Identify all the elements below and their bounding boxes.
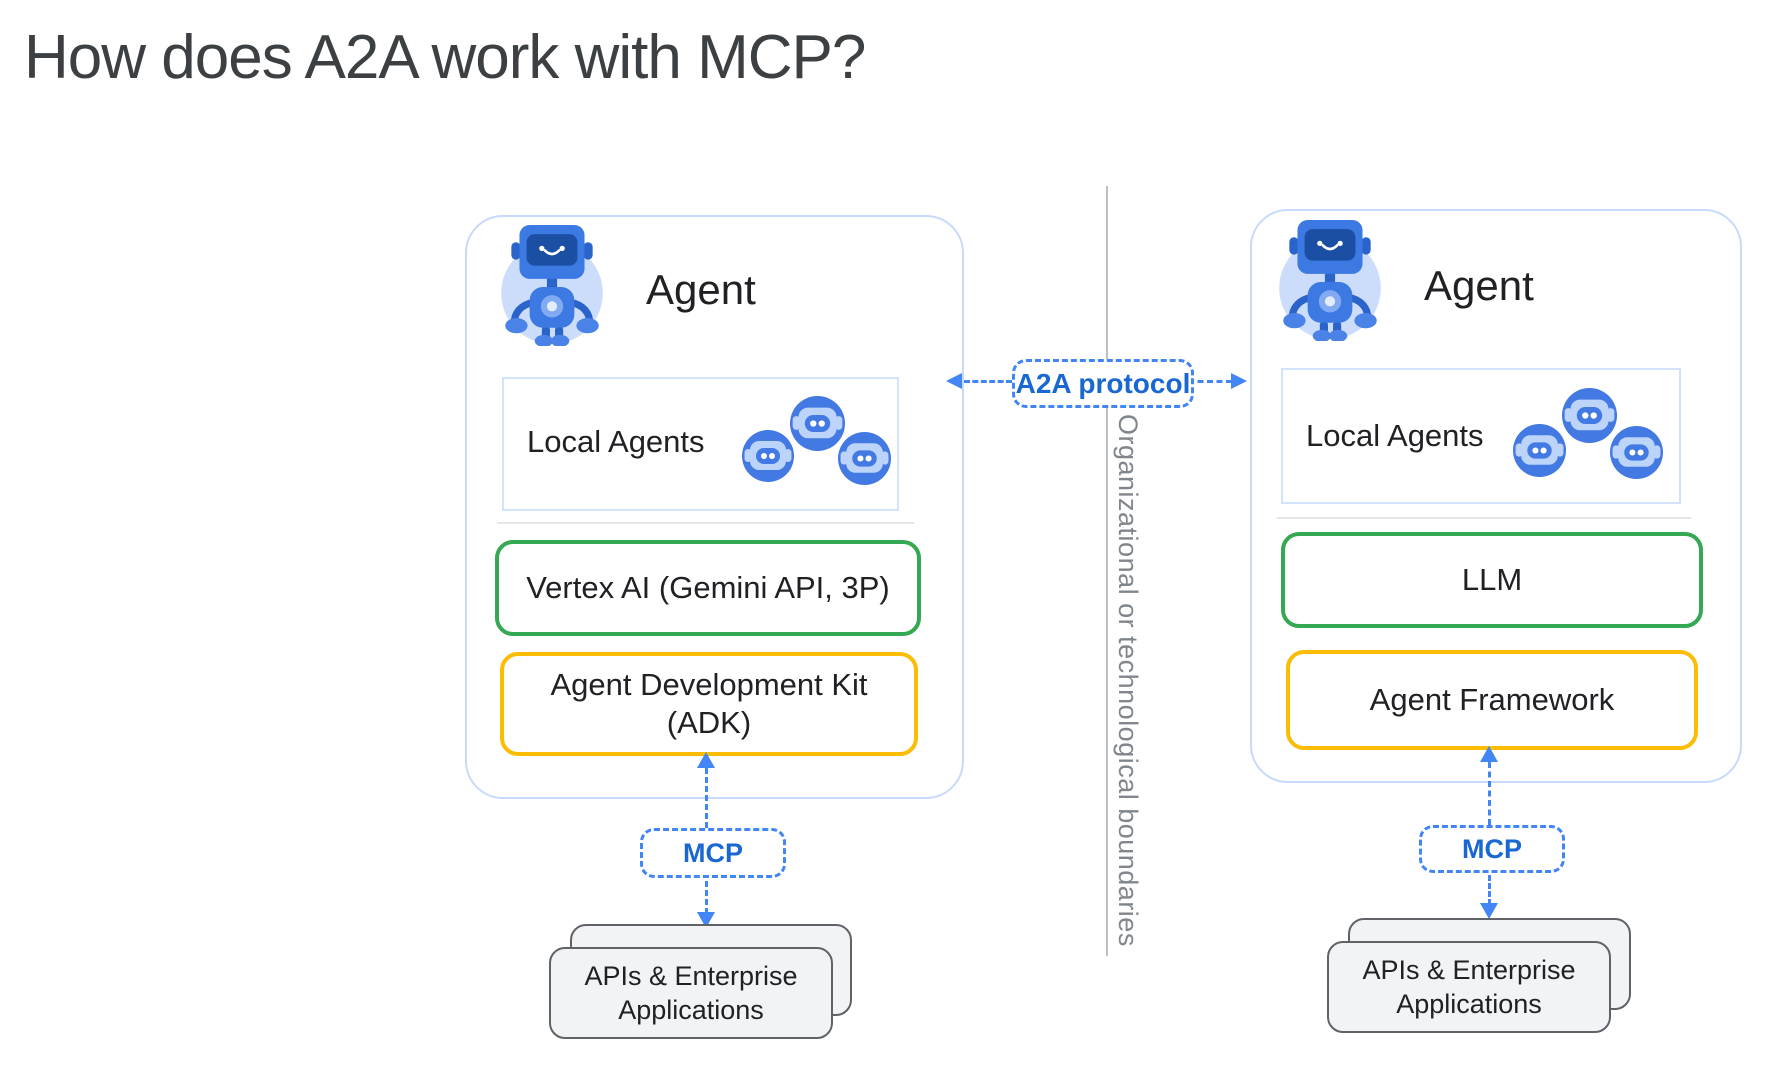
agent-title-right: Agent [1424,262,1534,309]
a2a-connector-left [964,380,1012,383]
mcp-badge-right: MCP [1419,825,1565,873]
local-agents-label-left: Local Agents [527,424,705,459]
a2a-arrowhead-right [1231,373,1247,389]
local-agents-label-right: Local Agents [1306,418,1484,453]
apps-label-right-line1: APIs & Enterprise [1362,955,1576,985]
mcp-connector-right-upper [1488,762,1491,825]
apps-card-front-right: APIs & Enterprise Applications [1327,941,1611,1033]
model-label-right: LLM [1461,562,1523,597]
apps-card-front-left: APIs & Enterprise Applications [549,947,833,1039]
apps-label-right-line2: Applications [1396,989,1542,1019]
robot-head-icon [742,430,794,487]
robot-avatar-icon [1276,219,1384,339]
robot-head-icon [1562,388,1617,448]
framework-label-right-line1: Agent Framework [1369,682,1615,717]
apps-label-left-line1: APIs & Enterprise [584,961,798,991]
robot-head-icon [838,432,891,490]
section-divider-right [1277,517,1691,519]
mcp-connector-left-lower [705,872,708,914]
boundary-label: Organizational or technological boundari… [1113,414,1143,947]
a2a-arrowhead-left [946,373,962,389]
a2a-protocol-label: A2A protocol [1015,367,1191,399]
page-title: How does A2A work with MCP? [24,23,866,92]
model-box-right: LLM [1281,532,1703,628]
model-box-left: Vertex AI (Gemini API, 3P) [495,540,921,636]
robot-head-icon [790,396,845,456]
section-divider-left [497,522,914,524]
mcp-connector-right-lower [1488,867,1491,905]
boundary-divider-line [1106,186,1108,956]
a2a-protocol-badge: A2A protocol [1012,359,1194,408]
framework-label-left-line1: Agent Development Kit [550,667,868,702]
a2a-connector-right [1188,380,1232,383]
apps-label-left-line2: Applications [618,995,764,1025]
local-agents-box-right [1281,368,1681,504]
mcp-arrow-up-left [697,752,715,768]
agent-title-left: Agent [646,266,756,313]
mcp-arrow-down-right [1480,903,1498,919]
framework-box-right: Agent Framework [1286,650,1698,750]
framework-box-left: Agent Development Kit (ADK) [500,652,918,756]
model-label-left: Vertex AI (Gemini API, 3P) [526,570,890,605]
robot-avatar-icon [498,224,606,344]
robot-head-icon [1513,424,1566,482]
robot-head-icon [1610,426,1663,484]
mcp-badge-left: MCP [640,828,786,878]
mcp-label-right: MCP [1462,833,1522,864]
mcp-label-left: MCP [683,837,743,868]
mcp-arrow-up-right [1480,746,1498,762]
mcp-connector-left-upper [705,768,708,828]
framework-label-left-line2: (ADK) [666,705,752,740]
